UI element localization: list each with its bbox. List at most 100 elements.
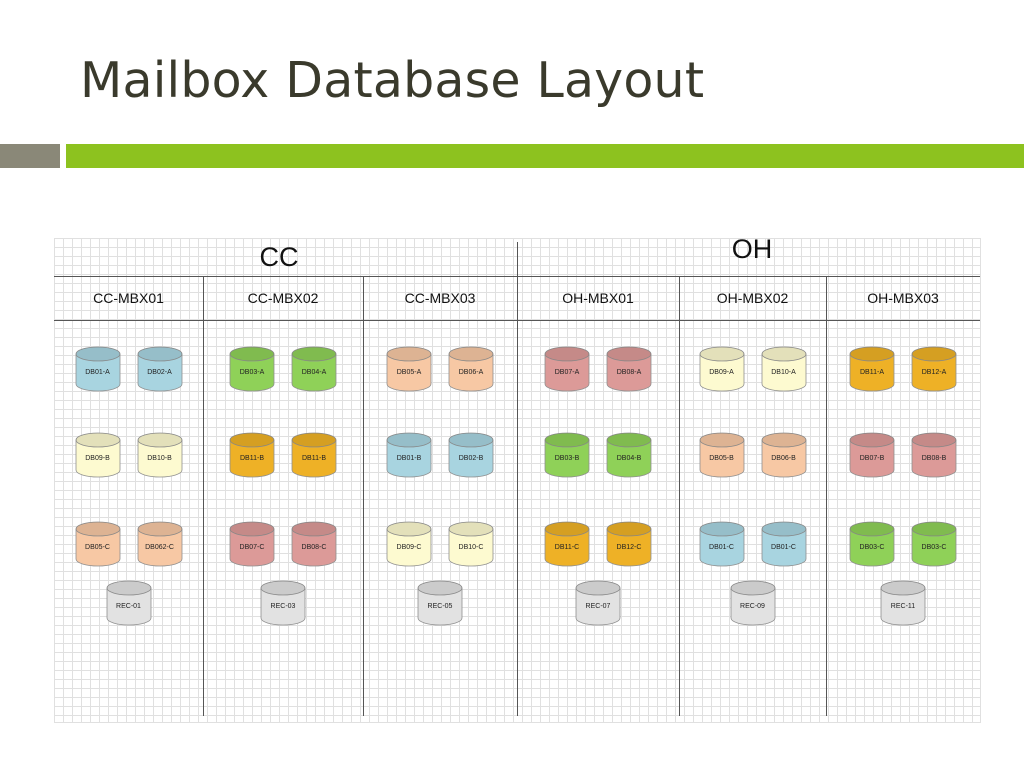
database-cylinder: DB05-B <box>699 432 745 478</box>
database-label: REC-09 <box>740 603 765 610</box>
database-label: DB03-B <box>554 455 580 462</box>
region-divider <box>517 242 518 716</box>
database-label: DB04-B <box>616 455 642 462</box>
database-label: DB06-A <box>458 369 484 376</box>
server-label: CC-MBX02 <box>247 290 319 306</box>
database-label: DB05-C <box>85 544 110 551</box>
database-cylinder: DB09-A <box>699 346 745 392</box>
database-cylinder: DB07-C <box>229 521 275 567</box>
server-label: CC-MBX01 <box>93 290 164 306</box>
database-cylinder: DB08-A <box>606 346 652 392</box>
database-cylinder: DB03-C <box>911 521 957 567</box>
database-cylinder: DB02-B <box>448 432 494 478</box>
database-cylinder: DB10-A <box>761 346 807 392</box>
database-cylinder: REC-07 <box>575 580 621 626</box>
database-cylinder: DB07-A <box>544 346 590 392</box>
database-label: DB11-B <box>240 455 264 462</box>
database-cylinder: DB10-B <box>137 432 183 478</box>
database-label: DB08-A <box>616 369 642 376</box>
database-label: DB11-C <box>554 544 580 551</box>
database-label: DB02-B <box>458 455 484 462</box>
database-label: DB03-A <box>239 369 265 376</box>
database-label: DB09-A <box>709 369 734 376</box>
database-cylinder: REC-09 <box>730 580 776 626</box>
region-label-oh: OH <box>731 234 773 264</box>
database-cylinder: DB07-B <box>849 432 895 478</box>
database-cylinder: DB12-A <box>911 346 957 392</box>
database-cylinder: DB04-A <box>291 346 337 392</box>
slide-title: Mailbox Database Layout <box>80 52 705 109</box>
database-label: DB05-A <box>396 369 422 376</box>
database-label: DB11-A <box>860 369 884 376</box>
database-cylinder: DB08-C <box>291 521 337 567</box>
database-label: DB07-A <box>554 369 580 376</box>
region-label-cc: CC <box>259 242 299 272</box>
server-label: OH-MBX02 <box>716 290 789 306</box>
database-cylinder: DB01-B <box>386 432 432 478</box>
database-cylinder: DB01-A <box>75 346 121 392</box>
database-cylinder: DB01-C <box>761 521 807 567</box>
database-label: DB01-B <box>396 455 422 462</box>
database-label: DB05-B <box>709 455 734 462</box>
database-cylinder: DB12-C <box>606 521 652 567</box>
title-accent-bar <box>66 144 1024 168</box>
database-cylinder: DB11-B <box>229 432 275 478</box>
database-label: DB04-A <box>301 369 327 376</box>
database-label: DB10-B <box>147 455 172 462</box>
database-label: DB03-C <box>921 544 947 551</box>
database-cylinder: DB08-B <box>911 432 957 478</box>
database-label: DB08-C <box>301 544 327 551</box>
database-label: DB11-B <box>302 455 326 462</box>
database-cylinder: DB03-C <box>849 521 895 567</box>
database-label: REC-05 <box>427 603 453 610</box>
database-cylinder: DB11-B <box>291 432 337 478</box>
column-divider <box>826 276 827 716</box>
database-cylinder: DB09-B <box>75 432 121 478</box>
database-cylinder: DB03-B <box>544 432 590 478</box>
database-label: DB062-C <box>145 544 174 551</box>
server-label: OH-MBX03 <box>867 290 939 306</box>
database-label: DB12-A <box>921 369 947 376</box>
database-label: DB10-A <box>771 369 796 376</box>
database-cylinder: REC-05 <box>417 580 463 626</box>
database-label: REC-03 <box>270 603 296 610</box>
server-label: CC-MBX03 <box>404 290 476 306</box>
database-cylinder: DB05-C <box>75 521 121 567</box>
database-label: DB01-C <box>771 544 796 551</box>
column-divider <box>363 276 364 716</box>
database-label: DB02-A <box>147 369 172 376</box>
database-cylinder: DB06-B <box>761 432 807 478</box>
database-cylinder: DB03-A <box>229 346 275 392</box>
database-label: DB03-C <box>859 544 885 551</box>
database-cylinder: REC-01 <box>106 580 152 626</box>
database-cylinder: DB062-C <box>137 521 183 567</box>
database-cylinder: DB11-A <box>849 346 895 392</box>
server-label: OH-MBX01 <box>562 290 634 306</box>
database-cylinder: DB09-C <box>386 521 432 567</box>
column-divider <box>679 276 680 716</box>
database-cylinder: REC-11 <box>880 580 926 626</box>
database-label: DB09-B <box>85 455 110 462</box>
database-cylinder: DB02-A <box>137 346 183 392</box>
title-accent-block <box>0 144 60 168</box>
database-label: DB01-A <box>85 369 110 376</box>
database-label: DB06-B <box>771 455 796 462</box>
database-label: REC-01 <box>116 603 141 610</box>
database-cylinder: DB10-C <box>448 521 494 567</box>
database-label: DB08-B <box>921 455 947 462</box>
database-cylinder: DB06-A <box>448 346 494 392</box>
database-label: DB07-B <box>859 455 885 462</box>
database-cylinder: DB04-B <box>606 432 652 478</box>
database-cylinder: DB05-A <box>386 346 432 392</box>
database-cylinder: DB01-C <box>699 521 745 567</box>
database-label: DB10-C <box>458 544 484 551</box>
database-label: DB07-C <box>239 544 265 551</box>
database-cylinder: REC-03 <box>260 580 306 626</box>
database-label: DB09-C <box>396 544 422 551</box>
database-label: REC-07 <box>585 603 611 610</box>
database-label: DB12-C <box>616 544 642 551</box>
column-divider <box>203 276 204 716</box>
database-label: DB01-C <box>709 544 734 551</box>
database-label: REC-11 <box>890 603 916 610</box>
